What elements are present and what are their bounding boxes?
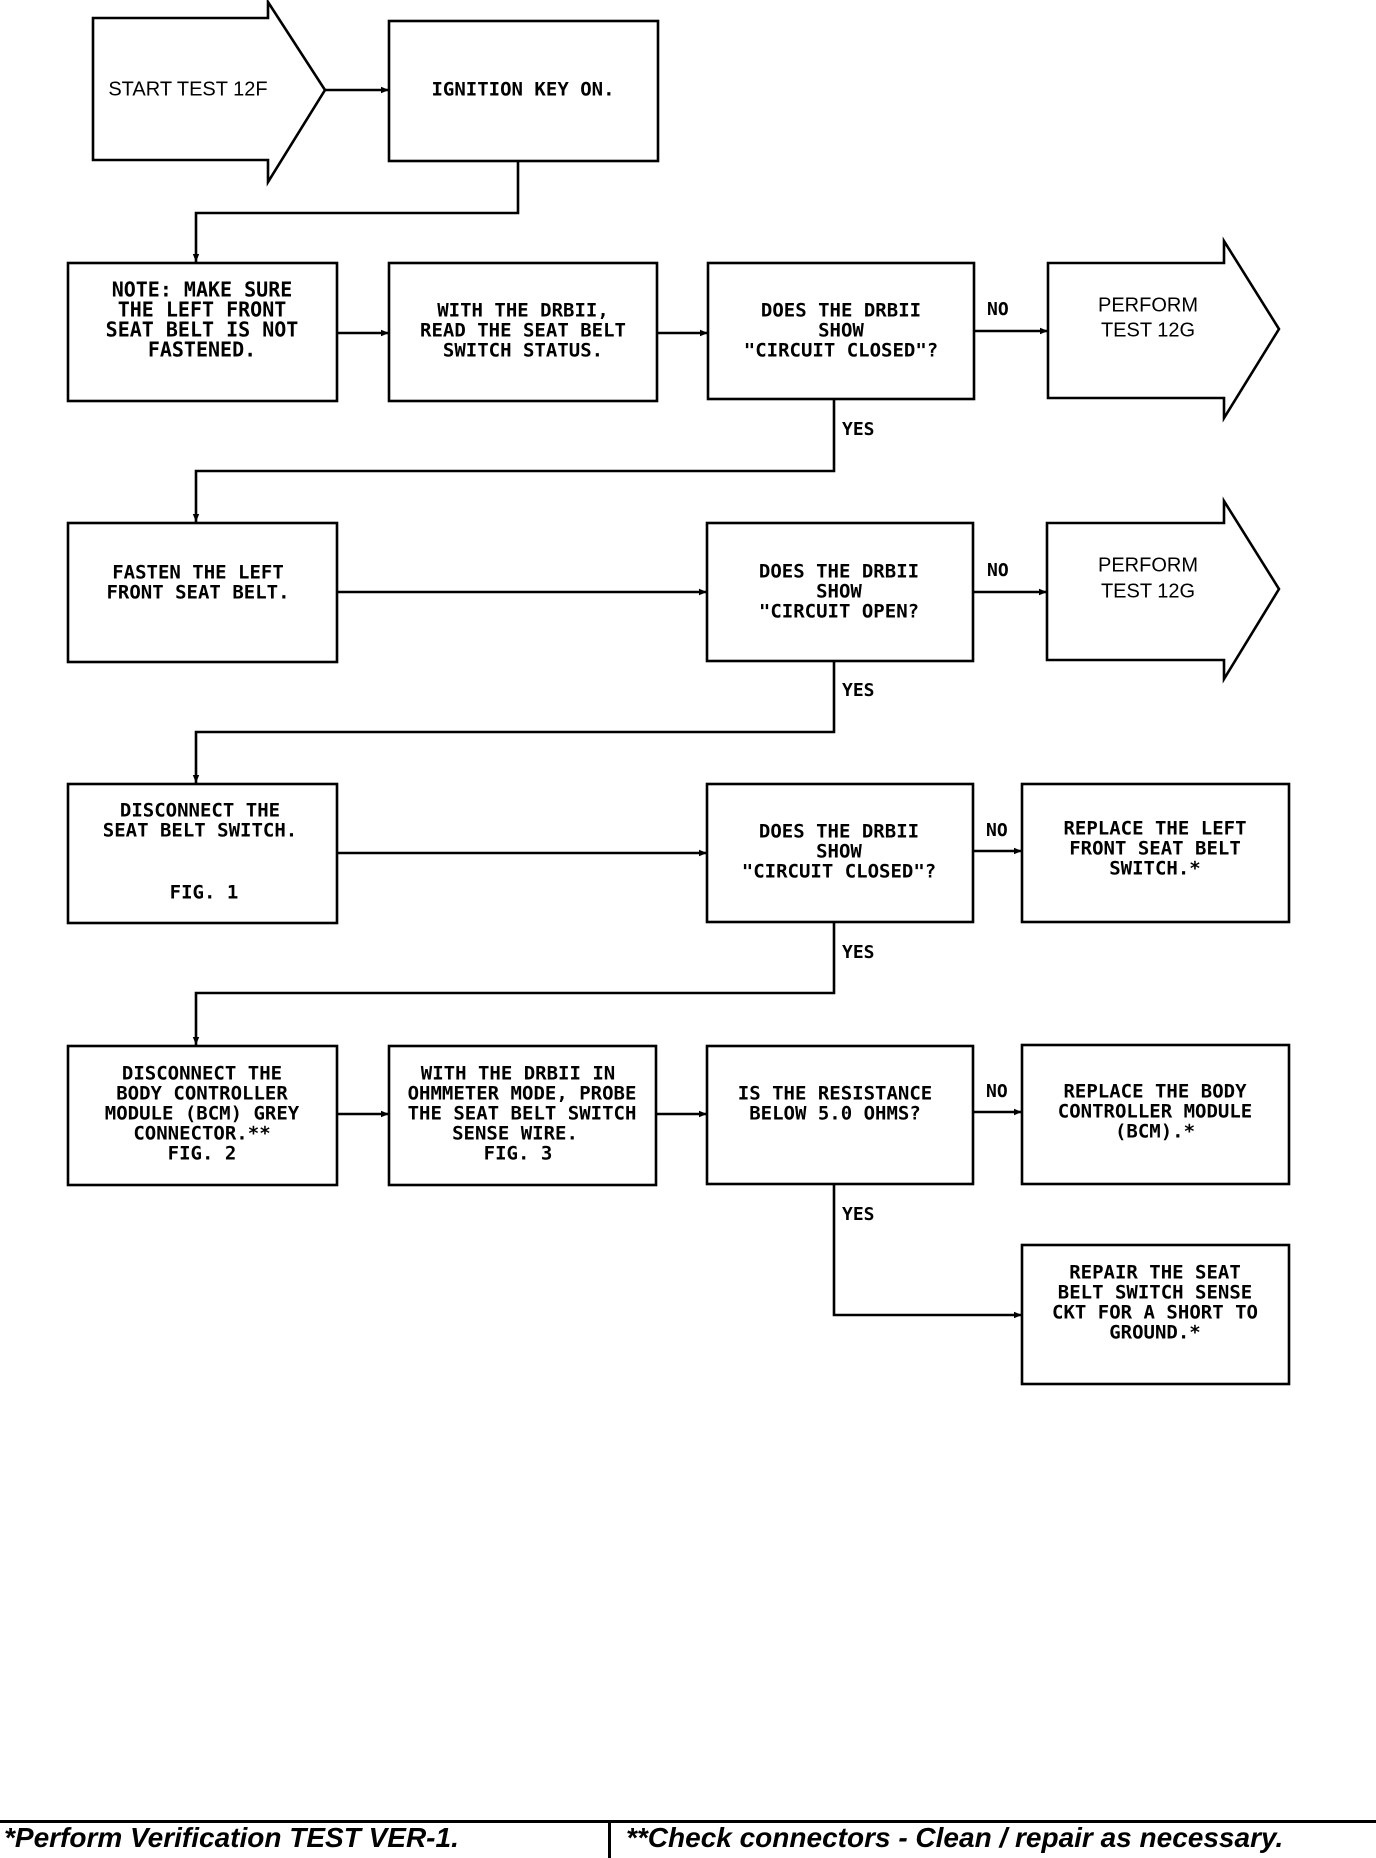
- disconnect-bcm-line-2: BODY CONTROLLER: [116, 1083, 288, 1105]
- disconnect-switch-line-1: DISCONNECT THE: [120, 800, 280, 822]
- replace-bcm-box: REPLACE THE BODY CONTROLLER MODULE (BCM)…: [1020, 1043, 1291, 1186]
- disconnect-bcm-line-3: MODULE (BCM) GREY: [105, 1103, 300, 1125]
- footer-rule: [0, 1820, 1376, 1823]
- ignition-key-on-box: IGNITION KEY ON.: [387, 19, 660, 163]
- q2-line-2: SHOW: [816, 581, 862, 603]
- fasten-line-1: FASTEN THE LEFT: [112, 562, 284, 584]
- note-line-4: FASTENED.: [148, 338, 256, 362]
- read-line-1: WITH THE DRBII,: [437, 300, 609, 322]
- footer-connectors-note: **Check connectors - Clean / repair as n…: [626, 1822, 1284, 1853]
- q4-line-1: IS THE RESISTANCE: [738, 1083, 932, 1105]
- repair-line-4: GROUND.*: [1109, 1322, 1201, 1344]
- ohmmeter-line-2: OHMMETER MODE, PROBE: [408, 1083, 637, 1105]
- q3-yes-label: YES: [842, 942, 875, 963]
- q3-no-label: NO: [986, 820, 1008, 841]
- connector-q1-yes: [192, 399, 836, 522]
- disconnect-bcm-connector-box: DISCONNECT THE BODY CONTROLLER MODULE (B…: [66, 1044, 339, 1187]
- question-circuit-open-box: DOES THE DRBII SHOW "CIRCUIT OPEN?: [705, 521, 975, 663]
- perform1-line-2: TEST 12G: [1101, 319, 1195, 341]
- disconnect-bcm-line-4: CONNECTOR.**: [133, 1123, 270, 1145]
- q2-line-1: DOES THE DRBII: [759, 561, 919, 583]
- disconnect-bcm-line-5: FIG. 2: [168, 1143, 237, 1165]
- q1-yes-label: YES: [842, 419, 875, 440]
- q3-line-2: SHOW: [816, 841, 862, 863]
- connector-ignition-to-note: [192, 161, 520, 262]
- repair-line-2: BELT SWITCH SENSE: [1058, 1282, 1252, 1304]
- q3-line-3: "CIRCUIT CLOSED"?: [742, 861, 936, 883]
- question-circuit-closed-1-box: DOES THE DRBII SHOW "CIRCUIT CLOSED"?: [706, 261, 976, 401]
- q4-yes-label: YES: [842, 1204, 875, 1225]
- question-circuit-closed-2-box: DOES THE DRBII SHOW "CIRCUIT CLOSED"?: [705, 782, 975, 924]
- perform-test-12g-arrow-1: PERFORM TEST 12G: [1046, 236, 1281, 423]
- start-test-12f-arrow: START TEST 12F: [91, 0, 327, 187]
- note-seat-belt-box: NOTE: MAKE SURE THE LEFT FRONT SEAT BELT…: [66, 261, 339, 403]
- connector-q3-yes: [192, 922, 836, 1045]
- repair-sense-circuit-box: REPAIR THE SEAT BELT SWITCH SENSE CKT FO…: [1020, 1243, 1291, 1386]
- footer-verification-note: *Perform Verification TEST VER-1.: [4, 1822, 459, 1853]
- replace-seat-belt-switch-box: REPLACE THE LEFT FRONT SEAT BELT SWITCH.…: [1020, 782, 1291, 924]
- repair-line-1: REPAIR THE SEAT: [1069, 1262, 1241, 1284]
- note-line-3: SEAT BELT IS NOT: [106, 318, 299, 342]
- repair-line-3: CKT FOR A SHORT TO: [1052, 1302, 1258, 1324]
- perform2-line-2: TEST 12G: [1101, 580, 1195, 602]
- note-line-1: NOTE: MAKE SURE: [112, 278, 293, 302]
- note-line-2: THE LEFT FRONT: [118, 298, 287, 322]
- disconnect-seat-belt-switch-box: DISCONNECT THE SEAT BELT SWITCH. FIG. 1: [66, 782, 339, 925]
- ohmmeter-probe-box: WITH THE DRBII IN OHMMETER MODE, PROBE T…: [387, 1044, 658, 1187]
- footer-divider: [608, 1822, 611, 1858]
- ohmmeter-line-3: THE SEAT BELT SWITCH: [408, 1103, 637, 1125]
- flowchart: START TEST 12F IGNITION KEY ON. NOTE: MA…: [66, 0, 1291, 1386]
- connector-q4-yes: [832, 1184, 1022, 1319]
- q1-line-3: "CIRCUIT CLOSED"?: [744, 340, 938, 362]
- perform1-line-1: PERFORM: [1098, 294, 1198, 316]
- read-line-3: SWITCH STATUS.: [443, 340, 603, 362]
- replace-switch-line-1: REPLACE THE LEFT: [1063, 818, 1246, 840]
- q2-no-label: NO: [987, 560, 1009, 581]
- disconnect-bcm-line-1: DISCONNECT THE: [122, 1063, 282, 1085]
- disconnect-switch-fig: FIG. 1: [170, 882, 239, 904]
- perform2-line-1: PERFORM: [1098, 554, 1198, 576]
- replace-bcm-line-2: CONTROLLER MODULE: [1058, 1101, 1252, 1123]
- q1-line-1: DOES THE DRBII: [761, 300, 921, 322]
- q4-no-label: NO: [986, 1081, 1008, 1102]
- replace-switch-line-3: SWITCH.*: [1109, 858, 1201, 880]
- replace-bcm-line-1: REPLACE THE BODY: [1063, 1081, 1247, 1103]
- q2-yes-label: YES: [842, 680, 875, 701]
- q3-line-1: DOES THE DRBII: [759, 821, 919, 843]
- fasten-seat-belt-box: FASTEN THE LEFT FRONT SEAT BELT.: [66, 521, 339, 664]
- q4-line-2: BELOW 5.0 OHMS?: [749, 1103, 921, 1125]
- connector-q2-yes: [192, 661, 836, 783]
- read-seat-belt-status-box: WITH THE DRBII, READ THE SEAT BELT SWITC…: [387, 261, 659, 403]
- ohmmeter-line-4: SENSE WIRE.: [452, 1123, 578, 1145]
- fasten-line-2: FRONT SEAT BELT.: [106, 582, 289, 604]
- q1-no-label: NO: [987, 299, 1009, 320]
- replace-bcm-line-3: (BCM).*: [1115, 1121, 1195, 1143]
- question-resistance-box: IS THE RESISTANCE BELOW 5.0 OHMS?: [705, 1044, 975, 1186]
- disconnect-switch-line-2: SEAT BELT SWITCH.: [103, 820, 297, 842]
- read-line-2: READ THE SEAT BELT: [420, 320, 626, 342]
- ignition-label: IGNITION KEY ON.: [431, 79, 614, 101]
- q2-line-3: "CIRCUIT OPEN?: [759, 601, 919, 623]
- perform-test-12g-arrow-2: PERFORM TEST 12G: [1045, 496, 1281, 684]
- footer-notes: *Perform Verification TEST VER-1. **Chec…: [0, 1818, 1376, 1858]
- replace-switch-line-2: FRONT SEAT BELT: [1069, 838, 1241, 860]
- ohmmeter-line-5: FIG. 3: [484, 1143, 553, 1165]
- q1-line-2: SHOW: [818, 320, 864, 342]
- ohmmeter-line-1: WITH THE DRBII IN: [421, 1063, 615, 1085]
- start-test-label: START TEST 12F: [108, 78, 267, 100]
